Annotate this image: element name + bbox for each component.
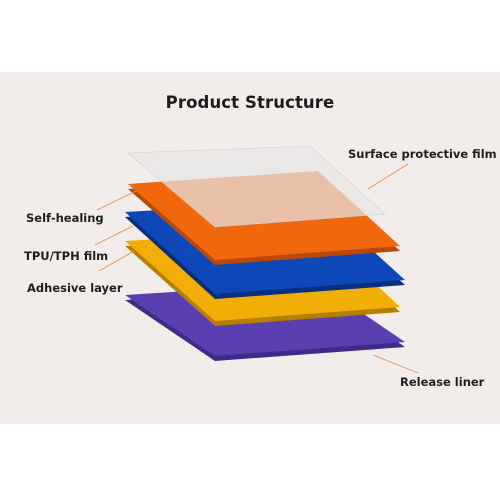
diagram-title: Product Structure [165, 93, 335, 112]
leader-line-surface-protective-film [367, 163, 409, 190]
layer-surface-protective-film [127, 145, 386, 228]
label-surface-protective-film: Surface protective film [348, 147, 497, 161]
leader-line-self-healing [96, 190, 137, 211]
leader-line-tpu-tph-film [94, 225, 134, 246]
label-self-healing: Self-healing [26, 211, 104, 225]
leader-lines [94, 163, 419, 374]
layer-face [127, 145, 386, 228]
label-adhesive-layer: Adhesive layer [27, 281, 123, 295]
leader-line-adhesive-layer [98, 250, 135, 272]
label-tpu-tph-film: TPU/TPH film [24, 249, 109, 263]
leader-line-release-liner [372, 354, 419, 374]
label-release-liner: Release liner [400, 375, 485, 389]
